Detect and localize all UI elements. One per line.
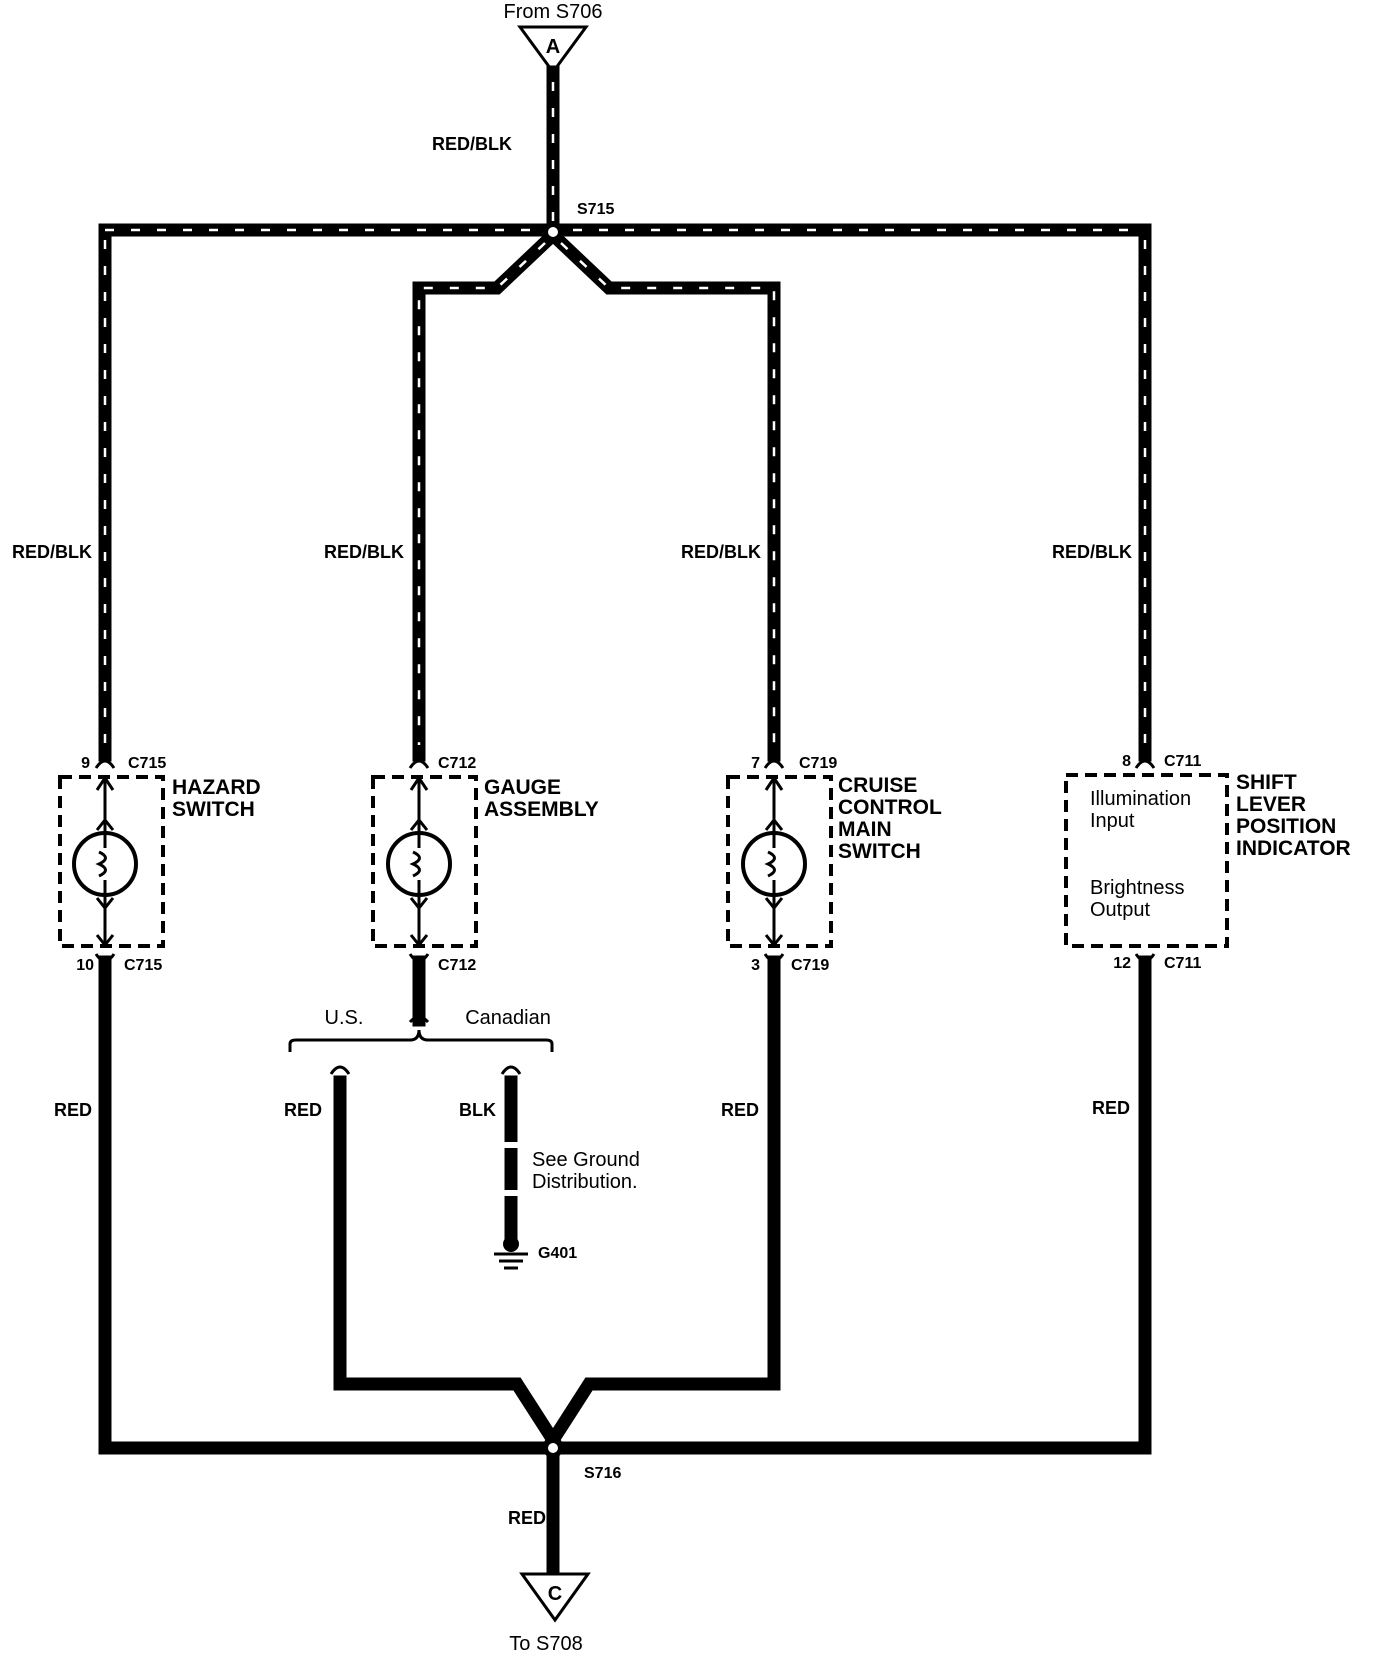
cruise-pin-top: 7	[751, 755, 760, 772]
shift-name-1: SHIFT	[1236, 771, 1297, 794]
cruise-switch-box	[726, 775, 833, 948]
to-connector-triangle	[519, 1572, 591, 1623]
gauge-conn-bottom: C712	[438, 957, 476, 974]
gauge-name-2: ASSEMBLY	[484, 798, 599, 821]
gauge-assembly: C712 GAUGE ASSEMBLY C712	[371, 755, 599, 974]
shift-input-2: Input	[1090, 810, 1135, 832]
gauge-conn-top: C712	[438, 755, 476, 772]
gauge-name-1: GAUGE	[484, 776, 561, 799]
hazard-switch: 9 C715 HAZARD SWITCH 10 C715	[58, 755, 261, 974]
ground-id: G401	[538, 1245, 577, 1262]
cruise-top-wire-label: RED/BLK	[681, 542, 761, 562]
shift-bottom-wire-label: RED	[1092, 1098, 1130, 1118]
hazard-bottom-wire	[98, 955, 560, 1455]
shift-output-1: Brightness	[1090, 877, 1185, 899]
us-branch-wire-label: RED	[284, 1100, 322, 1120]
cruise-name-3: MAIN	[838, 818, 892, 841]
splice-s715-label: S715	[577, 201, 614, 218]
canadian-branch-wire-label: BLK	[459, 1100, 496, 1120]
shift-bottom-wire	[546, 955, 1152, 1455]
cruise-bottom-wire	[544, 955, 781, 1449]
variant-canadian-label: Canadian	[465, 1007, 551, 1029]
gauge-assembly-box	[371, 775, 478, 948]
hazard-bottom-wire-label: RED	[54, 1100, 92, 1120]
from-connector-label: From S706	[504, 1, 603, 23]
shift-name-3: POSITION	[1236, 815, 1336, 838]
to-connector-label: To S708	[509, 1633, 582, 1655]
variant-brace: U.S. Canadian	[288, 1007, 554, 1075]
ground-note-2: Distribution.	[532, 1171, 638, 1193]
splice-s716-label: S716	[584, 1465, 621, 1482]
cruise-name-2: CONTROL	[838, 796, 942, 819]
hazard-pin-top: 9	[81, 755, 90, 772]
gauge-top-wire-label: RED/BLK	[324, 542, 404, 562]
cruise-name-1: CRUISE	[838, 774, 917, 797]
cruise-bottom-wire-label: RED	[721, 1100, 759, 1120]
hazard-conn-bottom: C715	[124, 957, 162, 974]
hazard-conn-top: C715	[128, 755, 166, 772]
hazard-top-terminal	[94, 759, 116, 769]
cruise-conn-top: C719	[799, 755, 837, 772]
shift-pin-bottom: 12	[1113, 955, 1131, 972]
hazard-name-1: HAZARD	[172, 776, 261, 799]
shift-name-4: INDICATOR	[1236, 837, 1351, 860]
feed-wire-label: RED/BLK	[432, 134, 512, 154]
ground-g401-icon	[494, 1236, 528, 1270]
shift-pin-top: 8	[1122, 753, 1131, 770]
gauge-top-wire	[412, 225, 563, 762]
hazard-pin-bottom: 10	[76, 957, 94, 974]
shift-lever-position-indicator: 8 C711 Illumination Input Brightness Out…	[1064, 753, 1351, 972]
cruise-control-main-switch: 7 C719 CRUISE CONTROL MAIN SWITCH 3 C719	[726, 755, 942, 974]
cruise-name-4: SWITCH	[838, 840, 921, 863]
from-connector-letter: A	[546, 36, 560, 58]
shift-output-2: Output	[1090, 899, 1150, 921]
to-connector-letter: C	[548, 1583, 562, 1605]
cruise-conn-bottom: C719	[791, 957, 829, 974]
hazard-top-wire-label: RED/BLK	[12, 542, 92, 562]
cruise-top-wire	[543, 225, 781, 762]
red-blk-wires	[98, 65, 1152, 762]
shift-indicator-box	[1064, 773, 1229, 948]
from-connector-triangle	[517, 25, 589, 75]
output-wire-label: RED	[508, 1508, 546, 1528]
shift-input-1: Illumination	[1090, 788, 1191, 810]
ground-note-1: See Ground	[532, 1149, 640, 1171]
variant-us-label: U.S.	[325, 1007, 364, 1029]
shift-top-wire-label: RED/BLK	[1052, 542, 1132, 562]
shift-conn-bottom: C711	[1164, 955, 1201, 972]
hazard-switch-box	[58, 775, 165, 948]
cruise-pin-bottom: 3	[751, 957, 760, 974]
red-wires	[98, 955, 1152, 1577]
shift-conn-top: C711	[1164, 753, 1201, 770]
hazard-name-2: SWITCH	[172, 798, 255, 821]
us-branch-wire	[333, 1075, 562, 1449]
shift-name-2: LEVER	[1236, 793, 1306, 816]
